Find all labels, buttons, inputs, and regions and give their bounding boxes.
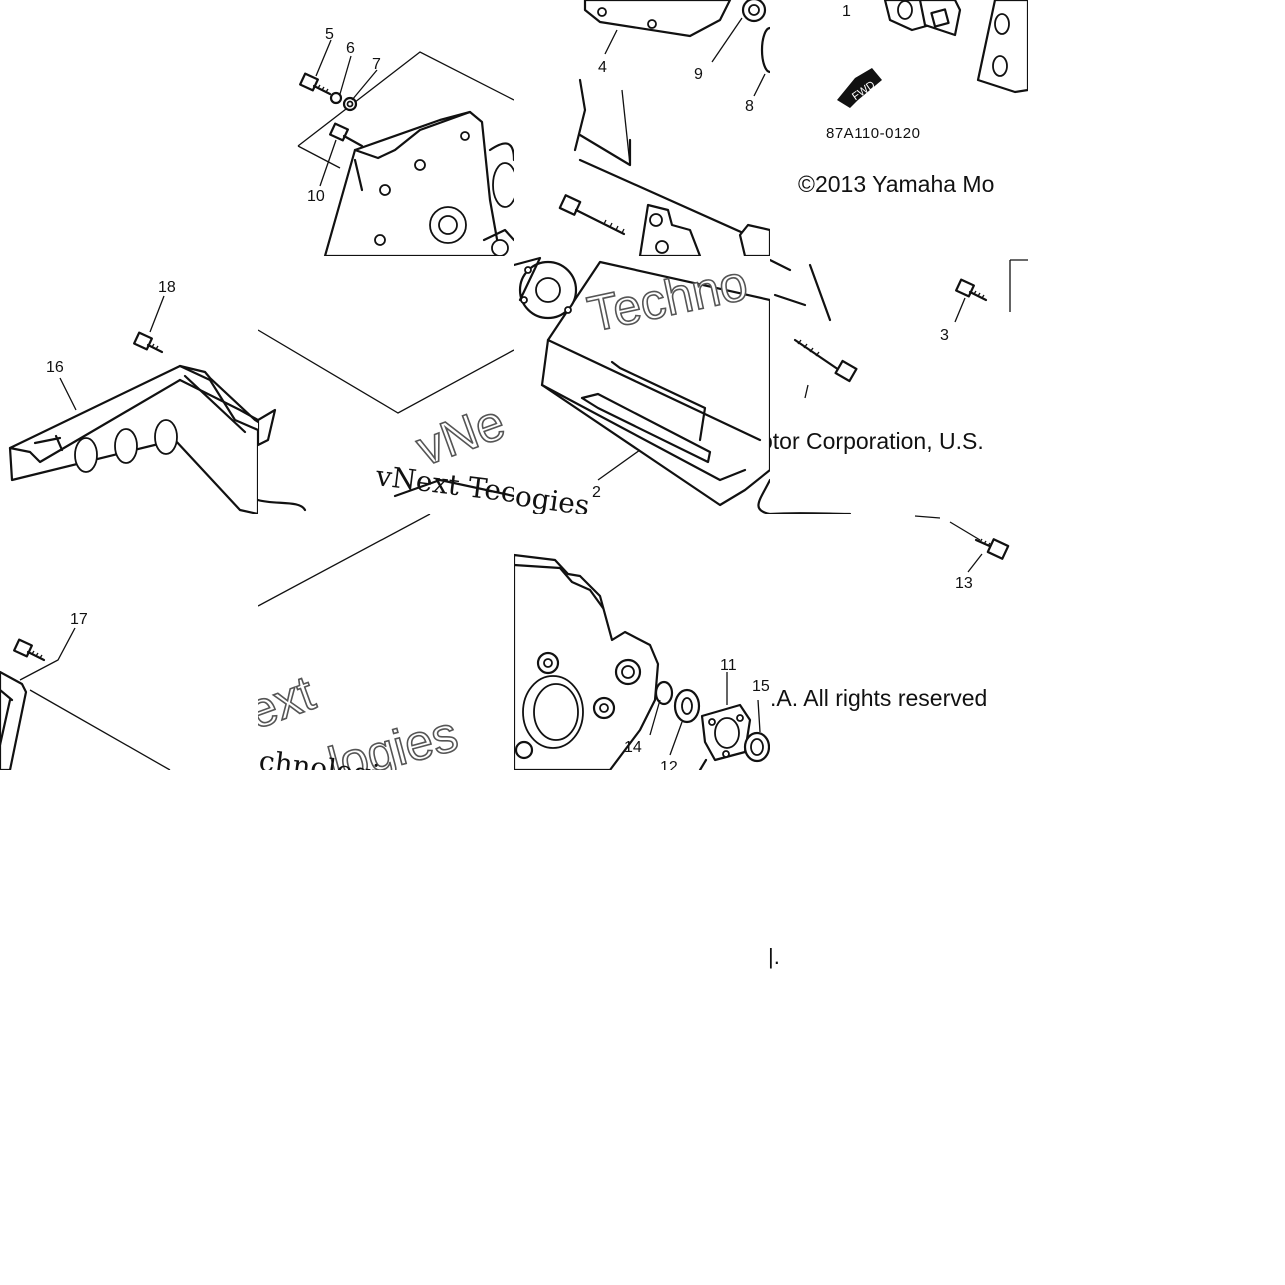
copyright-line-1: ©2013 Yamaha Mo (798, 171, 994, 197)
long-bolt-icon (558, 194, 626, 236)
washer-6-icon (329, 91, 343, 105)
fwd-arrow-icon: FWD (837, 68, 882, 108)
tile-chain-case: Techno 2 ogies (513, 256, 770, 522)
callout-14: 14 (624, 739, 642, 756)
callout-2: 2 (592, 484, 601, 501)
callout-7: 7 (372, 56, 381, 73)
copyright-line-3: .A. All rights reserved (770, 685, 987, 711)
callout-6: 6 (346, 40, 355, 57)
tile-fwd-tag: 1 FWD 87A110-0120 ©2013 Yamaha Mo (798, 0, 1028, 197)
tile-bolt-17: 17 (0, 611, 171, 770)
callout-3: 3 (940, 327, 949, 344)
callout-15: 15 (752, 678, 770, 695)
bolt-13-icon (974, 538, 1010, 560)
bolt-5-icon (299, 72, 332, 96)
stray-mark: |. (768, 944, 780, 969)
tile-watermark-lower: ext logies chnologies (240, 514, 464, 793)
long-bolt-lower-icon (793, 338, 858, 383)
bolt-3-icon (955, 278, 988, 302)
tile-cover-plate: 4 9 8 (558, 0, 770, 256)
callout-8: 8 (745, 98, 754, 115)
callout-18: 18 (158, 279, 176, 296)
watermark-ext-outline: ext (240, 665, 322, 740)
watermark-logies-outline: logies (323, 705, 464, 793)
callout-17: 17 (70, 611, 88, 628)
bolt-10-icon (329, 122, 364, 148)
bolt-18-icon (133, 331, 164, 354)
watermark-ologies-text: ogies (513, 479, 592, 522)
callout-4: 4 (598, 59, 607, 76)
callout-10: 10 (307, 188, 325, 205)
tile-bolt-3: 3 otor Corporation, U.S. (760, 258, 1028, 514)
tile-sprocket-housing: 11 15 14 12 (514, 553, 770, 776)
tile-bracket: 18 16 (8, 279, 258, 514)
callout-5: 5 (325, 26, 334, 43)
seal-14-icon (654, 680, 674, 706)
watermark-vnext-technologies: vNext Technologies (373, 459, 654, 526)
callout-11: 11 (720, 657, 737, 674)
bolt-17-icon (13, 638, 46, 662)
diagram-code: 87A110-0120 (826, 125, 920, 142)
callout-13: 13 (955, 575, 973, 592)
tile-left-drive-plate: 5 6 7 10 (297, 26, 514, 256)
tile-bolt-13: 13 .A. All rights reserved (770, 515, 1010, 711)
callout-9: 9 (694, 66, 703, 83)
callout-12: 12 (660, 759, 678, 776)
callout-1: 1 (842, 3, 851, 20)
flange-11-icon (700, 703, 752, 762)
copyright-line-2: otor Corporation, U.S. (760, 428, 984, 454)
callout-16: 16 (46, 359, 64, 376)
